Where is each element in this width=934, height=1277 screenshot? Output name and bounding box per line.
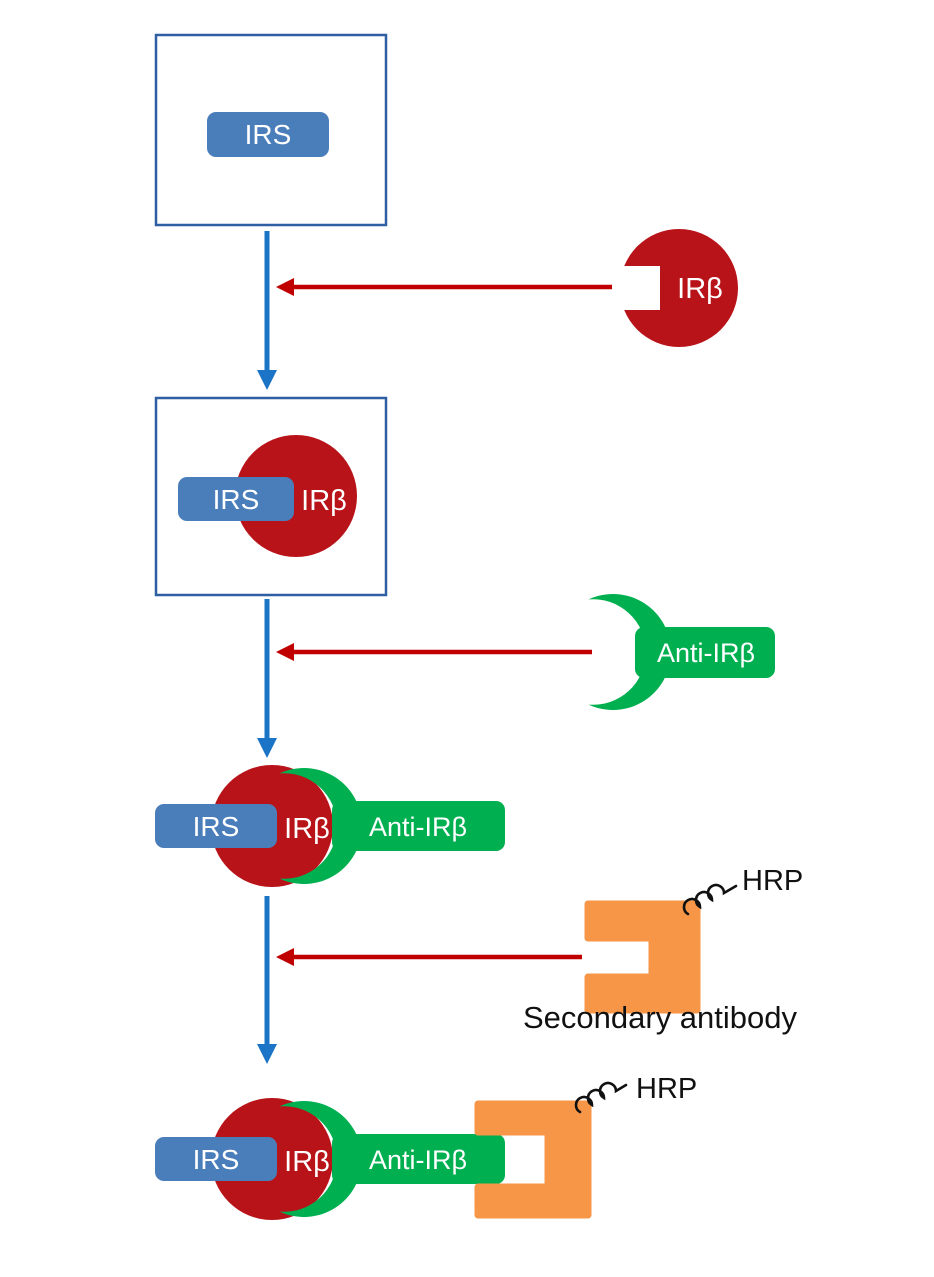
anti-irb-tag bbox=[635, 627, 775, 678]
step1-well: IRS bbox=[154, 33, 388, 227]
step3-complex: IRS IRβ Anti-IRβ bbox=[155, 765, 505, 887]
secondary-antibody-caption: Secondary antibody bbox=[523, 1000, 798, 1035]
irb-protein-shape bbox=[620, 229, 738, 347]
irs-tag-2 bbox=[178, 477, 294, 521]
secondary-antibody-shape-4 bbox=[474, 1100, 592, 1219]
step2-complex: IRS IRβ bbox=[154, 396, 388, 597]
irb-label-4: IRβ bbox=[284, 1146, 330, 1178]
irs-label-3: IRS bbox=[193, 811, 240, 842]
irb-label-3: IRβ bbox=[284, 813, 330, 845]
anti-irb-label-4: Anti-IRβ bbox=[369, 1145, 467, 1175]
irb-reagent: IRβ bbox=[276, 229, 738, 347]
well-outline-1 bbox=[154, 33, 388, 227]
irb-binding-notch bbox=[612, 266, 660, 310]
antibody-crescent bbox=[588, 594, 671, 710]
irs-label-2: IRS bbox=[213, 484, 260, 515]
irb-circle-2 bbox=[235, 435, 357, 557]
hrp-coil-4 bbox=[574, 1081, 628, 1114]
well-outline-2 bbox=[154, 396, 388, 597]
anti-irb-tag-3 bbox=[332, 801, 505, 851]
irs-label-1: IRS bbox=[245, 119, 292, 150]
irb-reagent-label: IRβ bbox=[677, 273, 723, 305]
hrp-coil bbox=[682, 883, 738, 916]
antibody-crescent-4 bbox=[279, 1101, 362, 1217]
anti-irb-reagent-label: Anti-IRβ bbox=[657, 638, 755, 668]
antibody-crescent-3 bbox=[279, 768, 362, 884]
secondary-antibody-reagent: HRP Secondary antibody bbox=[276, 865, 803, 1035]
irs-label-4: IRS bbox=[193, 1144, 240, 1175]
irs-tag-3 bbox=[155, 804, 277, 848]
hrp-label-4: HRP bbox=[636, 1073, 697, 1105]
irb-label-2: IRβ bbox=[301, 485, 347, 517]
final-complex: IRS IRβ Anti-IRβ HRP bbox=[155, 1073, 697, 1220]
hrp-label: HRP bbox=[742, 865, 803, 897]
irs-tag-1 bbox=[207, 112, 329, 157]
anti-irb-label-3: Anti-IRβ bbox=[369, 812, 467, 842]
secondary-antibody-shape bbox=[584, 900, 701, 1014]
anti-irb-tag-4 bbox=[332, 1134, 505, 1184]
anti-irb-reagent: Anti-IRβ bbox=[276, 594, 775, 710]
irs-tag-4 bbox=[155, 1137, 277, 1181]
